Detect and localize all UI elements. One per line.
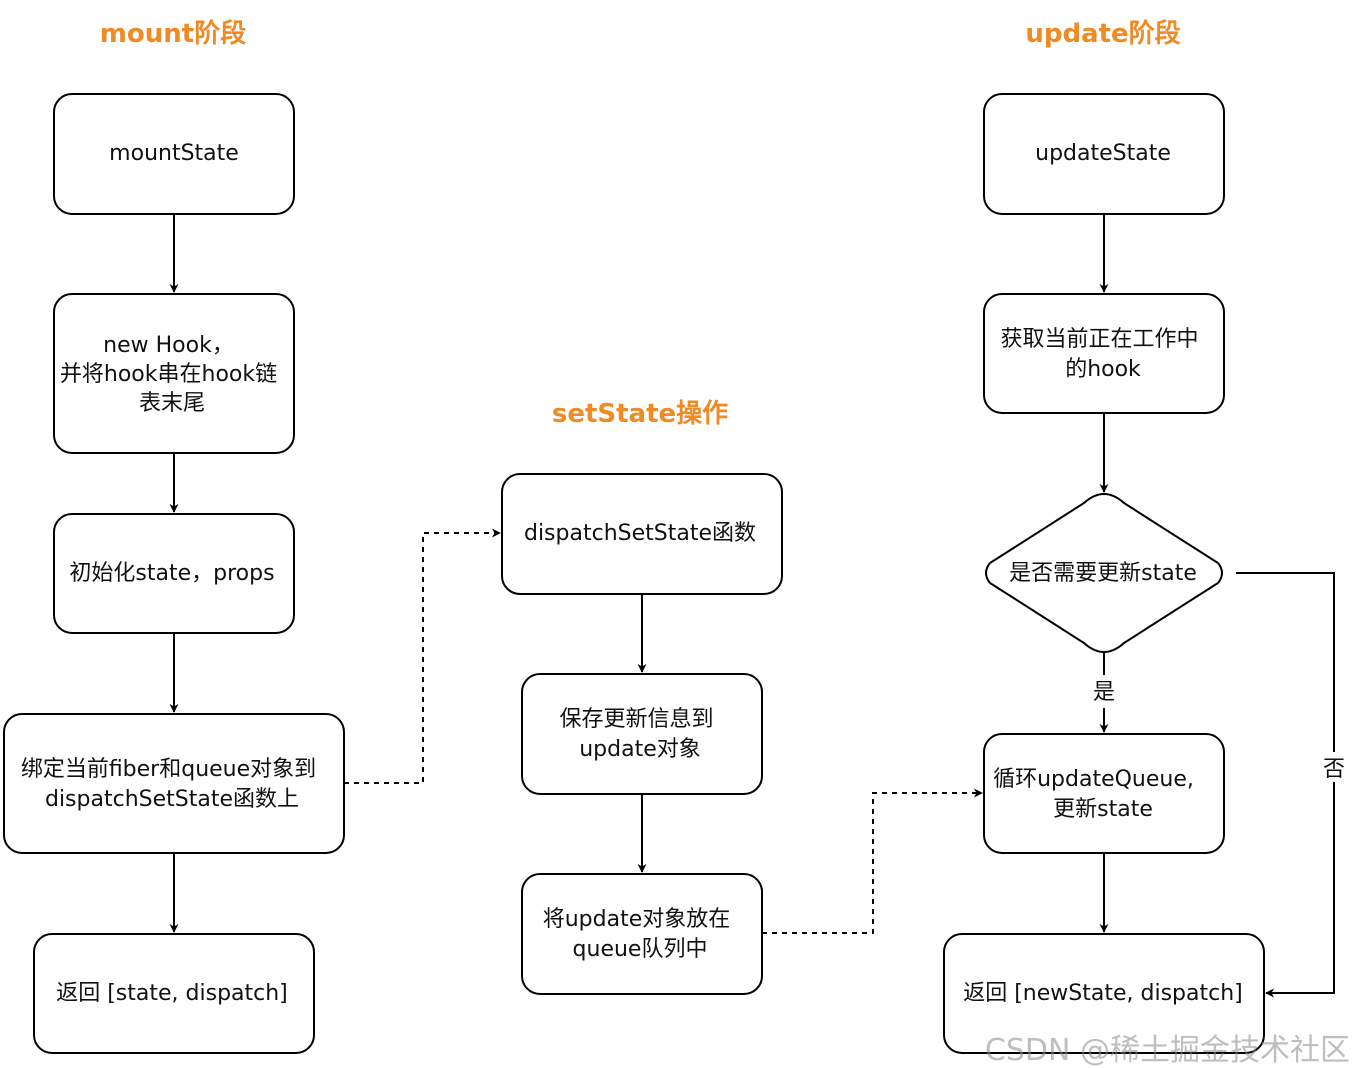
node-bind-fiber-line-1: 绑定当前fiber和queue对象到 [21,757,316,782]
svg-text:循环updateQueue, 更新state: 循环updateQueue, 更新state [993,767,1201,822]
node-dispatch-fn: dispatchSetState函数 [501,473,783,595]
svg-text:mountState: mountState [109,141,239,166]
node-get-hook-line-1: 获取当前正在工作中 [1000,327,1198,352]
node-mount-return-label: 返回 [state, dispatch] [56,981,288,1006]
svg-text:初始化state，props: 初始化state，props [69,561,274,586]
node-bind-fiber: 绑定当前fiber和queue对象到 dispatchSetState函数上 [3,713,345,854]
node-update-state-label: updateState [1035,141,1171,166]
edge-label-yes: 是 [1093,680,1115,705]
node-loop-queue-line-2: 更新state [1053,797,1153,822]
node-save-update-line-2: update对象 [579,737,701,762]
node-new-hook: new Hook， 并将hook串在hook链 表末尾 [53,293,295,454]
title-mount-phase: mount阶段 [100,18,246,49]
node-update-return: 返回 [newState, dispatch] [943,933,1265,1054]
edge-decision-no [1236,572,1335,998]
svg-text:返回 [state, dispatch]: 返回 [state, dispatch] [56,981,288,1006]
svg-text:updateState: updateState [1035,141,1171,166]
node-update-return-label: 返回 [newState, dispatch] [963,981,1243,1006]
node-enqueue-update-line-1: 将update对象放在 [543,907,731,932]
node-init-state: 初始化state，props [53,513,295,634]
node-enqueue-update-line-2: queue队列中 [573,937,708,962]
node-new-hook-line-3: 表末尾 [139,391,205,416]
svg-text:返回 [newState, dispatch]: 返回 [newState, dispatch] [963,981,1243,1006]
node-loop-queue-line-1: 循环updateQueue, [993,767,1194,792]
svg-text:new Hook， 并将hook串在hook链: new Hook， 并将hook串在hook链 表末尾 [60,333,284,416]
node-new-hook-line-1: new Hook， [103,333,234,358]
node-dispatch-fn-label: dispatchSetState函数 [524,521,756,546]
node-need-update-label: 是否需要更新state [1009,561,1197,586]
node-save-update-line-1: 保存更新信息到 [559,707,713,732]
title-update-phase: update阶段 [1025,18,1180,49]
node-enqueue-update: 将update对象放在 queue队列中 [521,873,763,995]
dashed-edges [344,528,983,934]
node-init-state-label: 初始化state，props [69,561,274,586]
title-setstate-operation: setState操作 [552,399,728,429]
svg-text:保存更新信息到 update对象: 保存更新信息到 update对象 [559,707,720,762]
node-get-hook-line-2: 的hook [1065,357,1141,382]
edge-label-no-background [1320,752,1348,782]
node-mount-return: 返回 [state, dispatch] [33,933,315,1054]
edge-label-no: 否 [1323,757,1345,782]
watermark: CSDN @稀土掘金技术社区 [985,1033,1350,1068]
edges [169,214,1335,998]
svg-text:dispatchSetState函数: dispatchSetState函数 [524,521,756,546]
node-loop-queue: 循环updateQueue, 更新state [983,733,1225,854]
edge-enqueue-to-loop [762,788,983,934]
edge-bindfiber-to-dispatch [344,528,501,784]
node-bind-fiber-line-2: dispatchSetState函数上 [45,787,299,812]
node-get-hook: 获取当前正在工作中 的hook [983,293,1225,414]
svg-text:将update对象放在 queue队列中: 将update对象放在 queue队列中 [543,907,738,962]
node-need-update-decision: 是否需要更新state [985,492,1223,654]
svg-text:获取当前正在工作中 的hook: 获取当前正在工作中 的hook [1000,327,1205,382]
node-save-update: 保存更新信息到 update对象 [521,673,763,795]
node-mount-state: mountState [53,93,295,215]
node-mount-state-label: mountState [109,141,239,166]
node-update-state: updateState [983,93,1225,215]
node-new-hook-line-2: 并将hook串在hook链 [60,362,277,387]
svg-text:是否需要更新state: 是否需要更新state [1009,561,1197,586]
svg-text:绑定当前fiber和queue对象到 dispa: 绑定当前fiber和queue对象到 dispatchSetState函数上 [21,757,323,812]
